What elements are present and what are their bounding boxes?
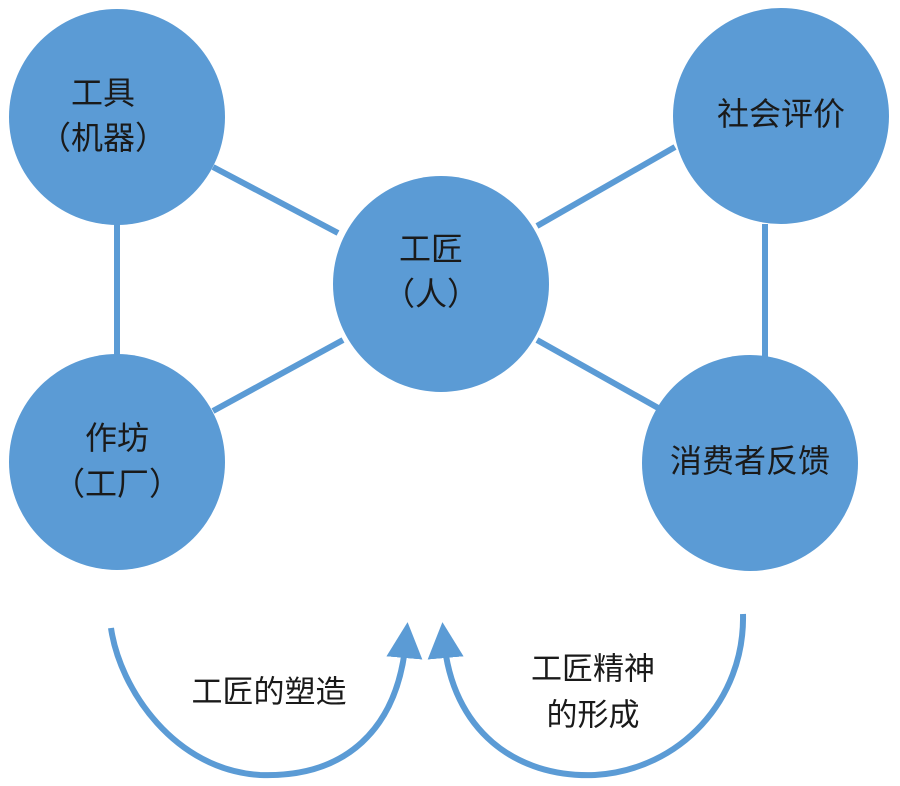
edge-tools-craftsman xyxy=(211,164,340,236)
curved-arrows xyxy=(108,613,747,779)
node-social-evaluation: 社会评价 xyxy=(673,8,889,224)
node-craftsman: 工匠 （人） xyxy=(333,176,549,392)
node-craftsman-line2: （人） xyxy=(383,275,479,313)
node-craftsman-line1: 工匠 xyxy=(399,230,463,268)
node-workshop: 作坊 （工厂） xyxy=(9,354,225,570)
edge-workshop-craftsman xyxy=(211,337,345,414)
node-feedback-line1: 消费者反馈 xyxy=(670,442,830,480)
edge-craftsman-feedback xyxy=(535,337,662,412)
node-tools-line2: （机器） xyxy=(39,119,167,157)
node-workshop-circle xyxy=(9,354,225,570)
node-tools: 工具 （机器） xyxy=(9,9,225,225)
edges xyxy=(114,144,768,414)
node-social-circle xyxy=(673,8,889,224)
node-tools-line1: 工具 xyxy=(71,74,135,112)
edge-craftsman-social xyxy=(535,144,677,229)
node-workshop-line2: （工厂） xyxy=(53,465,181,503)
node-craftsman-circle xyxy=(333,176,549,392)
label-spirit-line1: 工匠精神 xyxy=(531,652,655,688)
arrow-shaping xyxy=(108,622,423,779)
label-shaping: 工匠的塑造 xyxy=(192,675,347,711)
node-consumer-feedback: 消费者反馈 xyxy=(642,355,858,571)
node-tools-circle xyxy=(9,9,225,225)
arrow-spirit xyxy=(427,613,747,779)
label-spirit-line2: 的形成 xyxy=(547,698,640,734)
node-social-line1: 社会评价 xyxy=(717,95,845,133)
node-feedback-circle xyxy=(642,355,858,571)
node-workshop-line1: 作坊 xyxy=(85,419,149,457)
